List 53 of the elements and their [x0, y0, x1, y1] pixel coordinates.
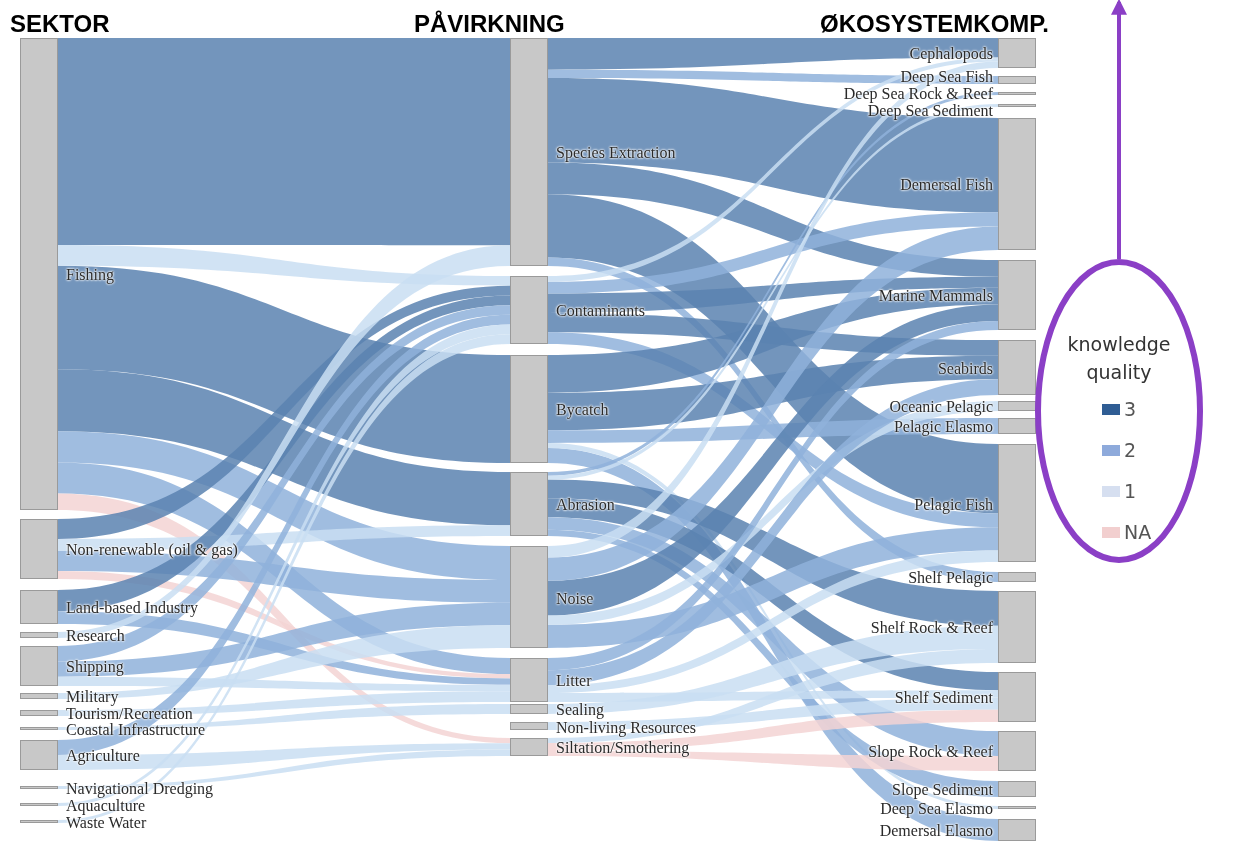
- flow-ribbon: [58, 245, 510, 286]
- node-label: Species Extraction: [556, 143, 676, 161]
- node-label: Deep Sea Fish: [900, 67, 993, 85]
- node-label: Demersal Fish: [900, 175, 993, 193]
- node-label: Seabirds: [937, 359, 993, 377]
- flow-ribbon: [548, 751, 998, 771]
- legend-label: 2: [1124, 439, 1137, 461]
- node-label: Demersal Elasmo: [879, 821, 993, 839]
- column-heading: PÅVIRKNING: [414, 10, 565, 38]
- node-label: Navigational Dredging: [66, 779, 214, 797]
- flow-ribbon: [58, 369, 510, 526]
- column-heading: SEKTOR: [10, 10, 110, 38]
- node-label: Shelf Rock & Reef: [870, 618, 993, 636]
- flow-ribbon: [548, 649, 998, 743]
- node-label: Cephalopods: [909, 44, 993, 62]
- node-label: Slope Rock & Reef: [868, 742, 993, 760]
- node-label: Slope Sediment: [892, 780, 993, 798]
- node-label: Shipping: [66, 657, 124, 675]
- node-label: Non-renewable (oil & gas): [66, 540, 238, 558]
- node-label: Agriculture: [66, 746, 140, 764]
- node-label: Noise: [556, 589, 594, 607]
- flow-ribbon: [548, 38, 998, 70]
- flow-ribbon: [548, 321, 998, 671]
- node-label: Deep Sea Elasmo: [880, 799, 993, 817]
- node-label: Litter: [556, 671, 592, 689]
- flow-ribbon: [548, 212, 998, 294]
- column-heading: ØKOSYSTEMKOMP.: [820, 10, 1049, 38]
- flow-ribbon: [548, 304, 998, 616]
- flow-ribbon: [58, 704, 510, 730]
- legend-label: 3: [1124, 398, 1137, 420]
- node-label: Pelagic Elasmo: [893, 417, 993, 435]
- node-label: Research: [66, 626, 125, 644]
- node-label: Shelf Sediment: [894, 688, 993, 706]
- flow-ribbon: [58, 38, 510, 246]
- node-label: Coastal Infrastructure: [66, 720, 206, 738]
- node-label: Military: [66, 687, 119, 705]
- legend-label: NA: [1124, 521, 1152, 543]
- flow-ribbon: [58, 625, 510, 699]
- node-label: Shelf Pelagic: [908, 568, 993, 586]
- flow-ribbon: [548, 550, 998, 693]
- flow-ribbon: [58, 285, 510, 539]
- node-label: Non-living Resources: [556, 718, 696, 736]
- legend-title: knowledge quality: [1066, 332, 1172, 385]
- flow-ribbon: [548, 69, 998, 84]
- node-label: Fishing: [66, 265, 114, 283]
- node-label: Siltation/Smothering: [556, 738, 690, 756]
- node-label: Oceanic Pelagic: [889, 397, 993, 415]
- node-label: Bycatch: [556, 400, 609, 418]
- node-label: Sealing: [556, 700, 604, 718]
- arrow: [1111, 0, 1127, 259]
- legend-label: 1: [1124, 480, 1137, 502]
- node-label: Abrasion: [556, 495, 615, 513]
- flow-ribbon: [58, 245, 510, 638]
